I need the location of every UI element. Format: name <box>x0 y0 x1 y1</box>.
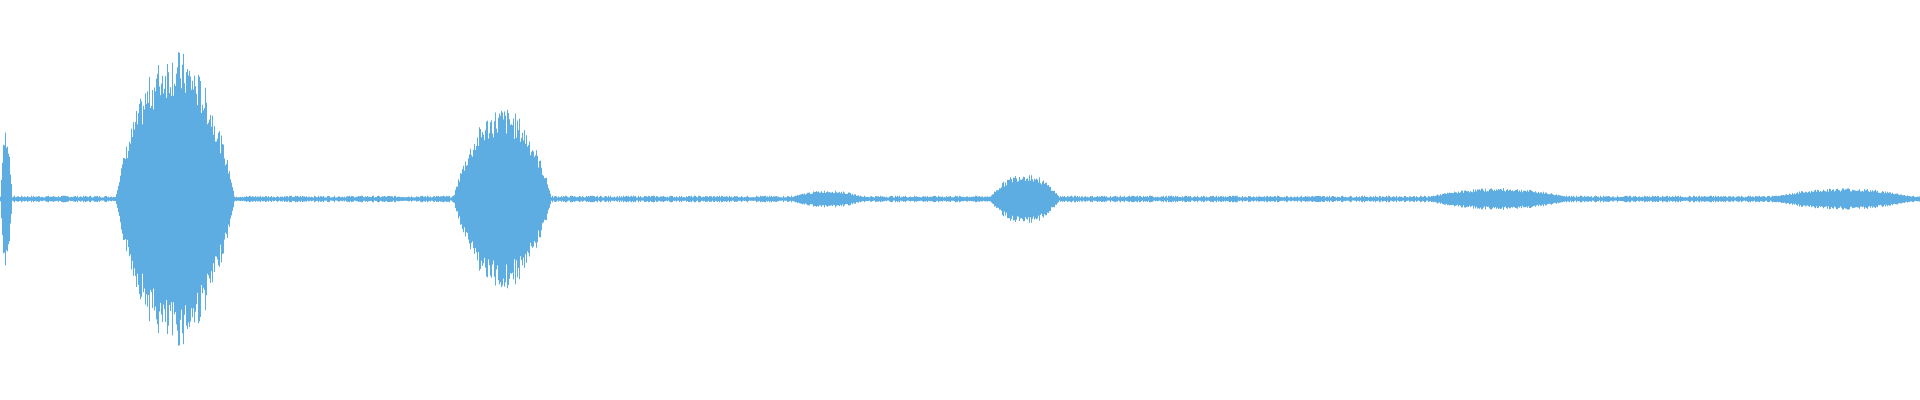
waveform-bars <box>0 52 1920 346</box>
waveform-path <box>0 52 1920 346</box>
